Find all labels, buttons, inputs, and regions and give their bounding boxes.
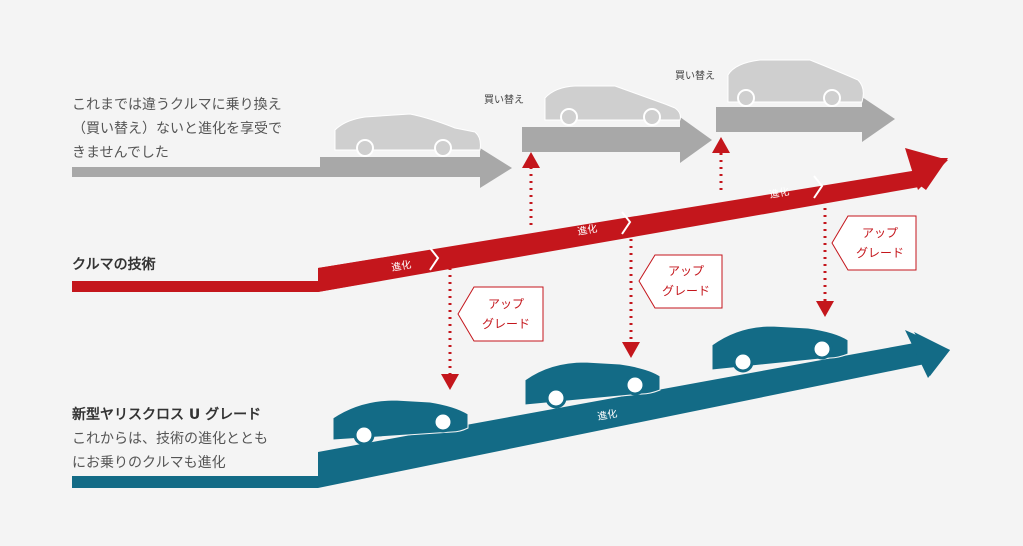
- upgrade-tag-3-line-1: アップ: [861, 226, 898, 240]
- red-evolution-label-3: 進化: [768, 185, 790, 201]
- upgrade-tag-1-line-1: アップ: [487, 297, 524, 311]
- intro-line-2: （買い替え）ないと進化を享受で: [72, 121, 282, 137]
- tech-path: 進化 進化 進化: [72, 148, 948, 292]
- buy-replace-label-2: 買い替え: [675, 71, 715, 82]
- intro-line-1: これまでは違うクルマに乗り換え: [72, 97, 282, 113]
- tech-label: クルマの技術: [72, 257, 156, 273]
- gray-car-3: [727, 59, 864, 107]
- upgrade-tag-2-text: アップ グレード: [651, 261, 721, 301]
- teal-car-2: [524, 361, 661, 409]
- gray-car-2: [544, 85, 681, 126]
- yaris-title: 新型ヤリスクロス U グレード: [72, 407, 262, 423]
- yaris-line-1: これからは、技術の進化ととも: [72, 431, 268, 447]
- upgrade-tag-3: [831, 215, 917, 271]
- intro-line-3: きませんでした: [72, 145, 169, 161]
- teal-car-1: [332, 399, 469, 446]
- teal-evolution-label: 進化: [596, 407, 618, 423]
- yaris-line-2: にお乗りのクルマも進化: [72, 455, 226, 471]
- upgrade-tag-2-line-2: グレード: [661, 284, 710, 298]
- upgrade-tag-3-text: アップ グレード: [845, 223, 915, 263]
- upgrade-tags: [457, 215, 917, 342]
- gray-step-arrow-2: [716, 97, 895, 142]
- upgrade-tag-3-line-2: グレード: [855, 246, 904, 260]
- upgrade-tag-2-line-1: アップ: [667, 264, 704, 278]
- gray-base-arrow: [72, 148, 512, 188]
- gray-step-arrow-1: [522, 117, 712, 163]
- upgrade-tag-2: [638, 254, 723, 309]
- teal-car-3: [711, 325, 849, 373]
- upgrade-connectors: [441, 194, 834, 390]
- buy-replace-label-1: 買い替え: [484, 95, 524, 106]
- upgrade-tag-1: [457, 286, 544, 342]
- upgrade-tag-1-line-2: グレード: [481, 317, 530, 331]
- old-path: [72, 97, 895, 188]
- red-evolution-label-2: 進化: [576, 222, 598, 238]
- red-evolution-label-1: 進化: [390, 258, 412, 274]
- buy-replace-connectors: [522, 137, 730, 225]
- yaris-path: 進化: [72, 330, 950, 488]
- gray-car-1: [334, 113, 481, 157]
- upgrade-tag-1-text: アップ グレード: [471, 294, 541, 334]
